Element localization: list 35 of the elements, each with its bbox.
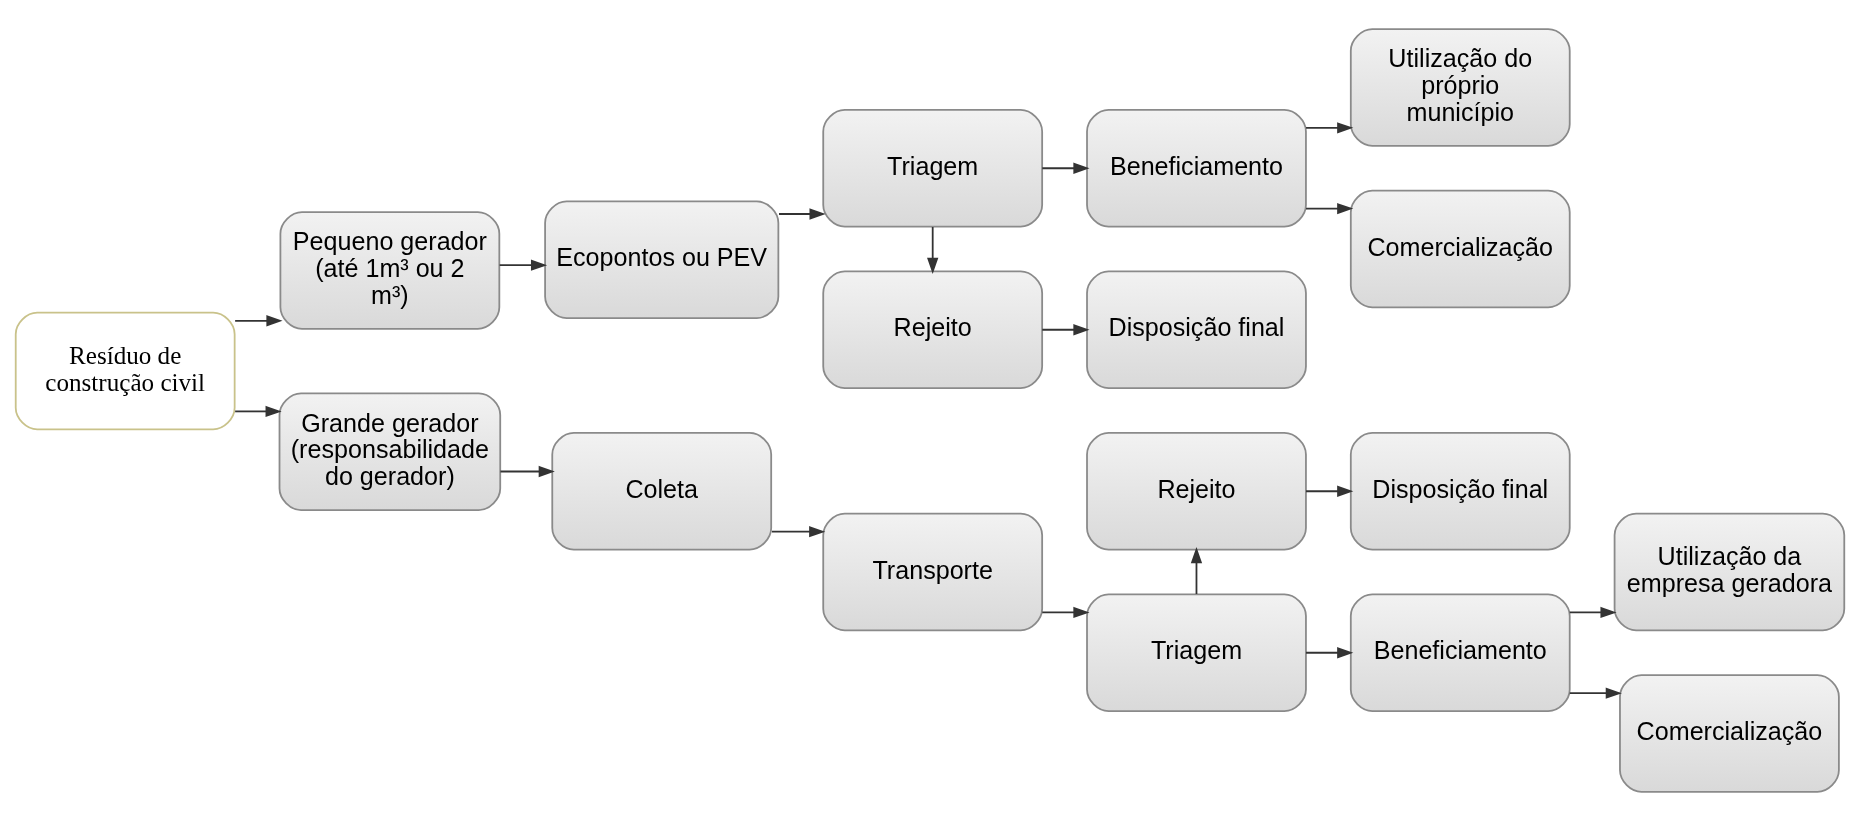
node-box: Beneficiamento (1349, 593, 1571, 712)
arrow (1305, 485, 1354, 497)
arrow (499, 465, 555, 478)
node-box: Transporte (822, 512, 1044, 632)
node-box: Resíduo de construção civil (14, 311, 236, 431)
node-box: Triagem (1086, 593, 1307, 712)
arrow (927, 226, 939, 274)
arrow (234, 315, 283, 327)
arrow (498, 259, 548, 271)
arrow (1041, 324, 1090, 336)
node-box: Disposição final (1349, 432, 1571, 551)
node-box: Disposição final (1086, 270, 1307, 389)
arrow (1041, 606, 1090, 619)
arrow (1568, 687, 1622, 699)
arrow (1568, 606, 1617, 619)
arrow (234, 405, 282, 418)
arrow (1190, 547, 1203, 595)
node-box: Grande gerador (responsabilidade do gerador) (278, 392, 502, 511)
node-box: Triagem (822, 109, 1044, 228)
arrow (1305, 122, 1354, 134)
node-box: Pequeno gerador (até 1m³ ou 2 m³) (279, 211, 501, 330)
arrow (1305, 202, 1354, 215)
node-box: Beneficiamento (1086, 109, 1307, 228)
node-box: Comercialização (1349, 189, 1571, 309)
node-box: Utilização da empresa geradora (1613, 512, 1846, 632)
arrow (778, 208, 826, 220)
node-box: Coleta (551, 432, 773, 551)
node-box: Utilização do próprio município (1349, 28, 1571, 147)
node-box: Rejeito (822, 270, 1044, 389)
arrow (1041, 162, 1090, 174)
arrow (1305, 647, 1354, 659)
arrow (771, 525, 826, 538)
node-box: Comercialização (1619, 674, 1840, 793)
node-box: Rejeito (1086, 432, 1307, 551)
node-box: Ecopontos ou PEV (544, 200, 780, 319)
